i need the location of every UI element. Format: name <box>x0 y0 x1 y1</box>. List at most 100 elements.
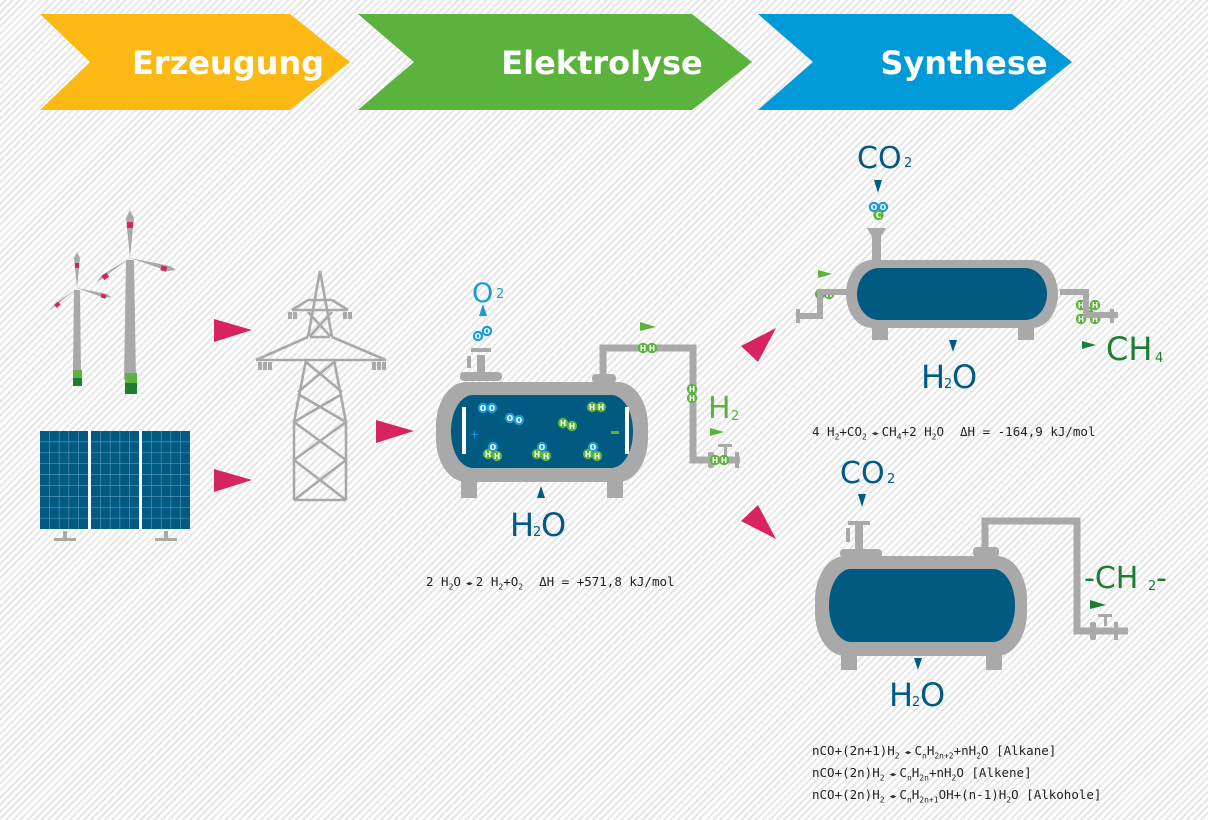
equation-alkene: nCO+(2n)H2◂▸CnH2n+nH2O [Alkene] <box>812 765 1032 783</box>
svg-text:2: 2 <box>944 377 952 392</box>
hydrogen-atom: H <box>582 448 594 460</box>
flow-arrow-solar-to-grid <box>214 469 252 492</box>
flow-arrows <box>214 319 776 539</box>
svg-text:-CH: -CH <box>1084 561 1138 596</box>
flow-arrow-to-fischer-tropsch <box>741 505 776 539</box>
svg-text:CO: CO <box>857 141 902 176</box>
oxygen-atom: O <box>481 325 493 337</box>
hydrogen-atom: H <box>1089 299 1101 311</box>
stage-label-erzeugung: Erzeugung <box>132 44 324 82</box>
svg-text:O: O <box>475 332 481 341</box>
h2-label: H <box>708 391 731 426</box>
svg-text:2: 2 <box>1148 579 1156 594</box>
anode-sign: + <box>470 428 479 441</box>
svg-text:O: O <box>880 203 886 212</box>
up-arrow-icon <box>537 486 545 498</box>
svg-text:O: O <box>507 414 513 423</box>
right-arrow-icon <box>640 322 656 331</box>
wind-turbines-icon <box>50 210 176 394</box>
svg-text:O: O <box>541 506 566 544</box>
svg-text:O: O <box>539 443 545 452</box>
solar-panel-icon <box>40 431 190 541</box>
svg-text:O: O <box>484 327 490 336</box>
hydrogen-atom: H <box>586 401 598 413</box>
flow-arrow-wind-to-grid <box>214 319 252 342</box>
stage-chevron-synthese: Synthese <box>758 14 1072 110</box>
oxygen-atom: O <box>513 414 525 426</box>
electrolysis-tank: + <box>436 344 740 498</box>
stage-label-synthese: Synthese <box>880 44 1047 82</box>
hydrogen-atom: H <box>540 450 552 462</box>
oxygen-atom: O <box>486 402 498 414</box>
h2o-output-methanation: H 2 O <box>921 340 977 396</box>
svg-text:H: H <box>598 403 604 412</box>
ch4-output: CH 4 <box>818 270 1163 368</box>
hydrogen-atom: H <box>718 454 730 466</box>
svg-text:H: H <box>510 506 534 544</box>
svg-text:H: H <box>1078 315 1084 324</box>
svg-text:O: O <box>489 404 495 413</box>
svg-text:CH: CH <box>1106 330 1152 368</box>
flow-arrow-to-methanation <box>741 328 776 362</box>
svg-text:O: O <box>871 203 877 212</box>
o2-output: O 2 <box>472 278 504 316</box>
svg-text:H: H <box>721 456 727 465</box>
svg-text:H: H <box>594 452 600 461</box>
co2-input-fischer-tropsch: CO 2 <box>840 456 895 507</box>
fischer-tropsch-tank <box>815 517 1128 670</box>
hydrogen-atom: H <box>686 383 698 395</box>
svg-text:H: H <box>589 403 595 412</box>
svg-text:O: O <box>480 404 486 413</box>
svg-text:C: C <box>876 211 882 220</box>
h2-output: H 2 <box>640 322 739 436</box>
stage-chevron-erzeugung: Erzeugung <box>40 14 350 110</box>
down-arrow-icon <box>874 180 882 193</box>
right-arrow-icon <box>1082 341 1096 349</box>
svg-text:2: 2 <box>731 409 739 424</box>
svg-text:-: - <box>1156 561 1167 596</box>
svg-text:O: O <box>590 443 596 452</box>
svg-text:H: H <box>689 394 695 403</box>
svg-text:H: H <box>494 452 500 461</box>
svg-text:H: H <box>640 344 646 353</box>
oxygen-atom: O <box>868 201 880 213</box>
hydrogen-atom: H <box>491 450 503 462</box>
hydrogen-atom: H <box>637 342 649 354</box>
svg-text:H: H <box>1092 315 1098 324</box>
h2o-output-fischer-tropsch: H 2 O <box>889 658 945 714</box>
hydrogen-atom: H <box>591 450 603 462</box>
oxygen-atom: O <box>477 402 489 414</box>
equation-alkane: nCO+(2n+1)H2◂▸CnH2n+2+nH2O [Alkane] <box>812 743 1057 761</box>
power-pylon-icon <box>255 270 387 502</box>
right-arrow-icon <box>818 270 832 278</box>
down-arrow-icon <box>858 494 866 507</box>
hydrogen-atom: H <box>646 342 658 354</box>
hydrogen-atom: H <box>482 448 494 460</box>
pylon-insulators <box>258 312 386 370</box>
equation-alkohole: nCO+(2n)H2◂▸CnH2n+1OH+(n-1)H2O [Alkohole… <box>812 787 1102 805</box>
svg-text:H: H <box>534 450 540 459</box>
o2-label: O <box>472 278 493 309</box>
svg-text:2: 2 <box>887 472 895 487</box>
flow-arrow-grid-to-electrolysis <box>376 420 414 443</box>
svg-text:4: 4 <box>1155 351 1163 366</box>
carbon-atom: C <box>873 209 884 221</box>
hydrogen-atom: H <box>557 417 569 429</box>
down-arrow-icon <box>949 340 957 352</box>
hydrogen-atom: H <box>566 420 578 432</box>
svg-text:H: H <box>585 450 591 459</box>
svg-text:H: H <box>689 385 695 394</box>
oxygen-atom: O <box>504 412 516 424</box>
svg-text:2: 2 <box>904 156 912 171</box>
co2-input-methanation: CO 2 <box>857 141 912 193</box>
svg-text:H: H <box>1092 301 1098 310</box>
svg-text:H: H <box>569 422 575 431</box>
hydrogen-atom: H <box>531 448 543 460</box>
svg-text:O: O <box>516 416 522 425</box>
oxygen-atom: O <box>472 330 484 342</box>
svg-text:2: 2 <box>496 287 504 302</box>
svg-text:H: H <box>485 450 491 459</box>
svg-text:H: H <box>889 676 913 714</box>
svg-text:O: O <box>952 358 977 396</box>
